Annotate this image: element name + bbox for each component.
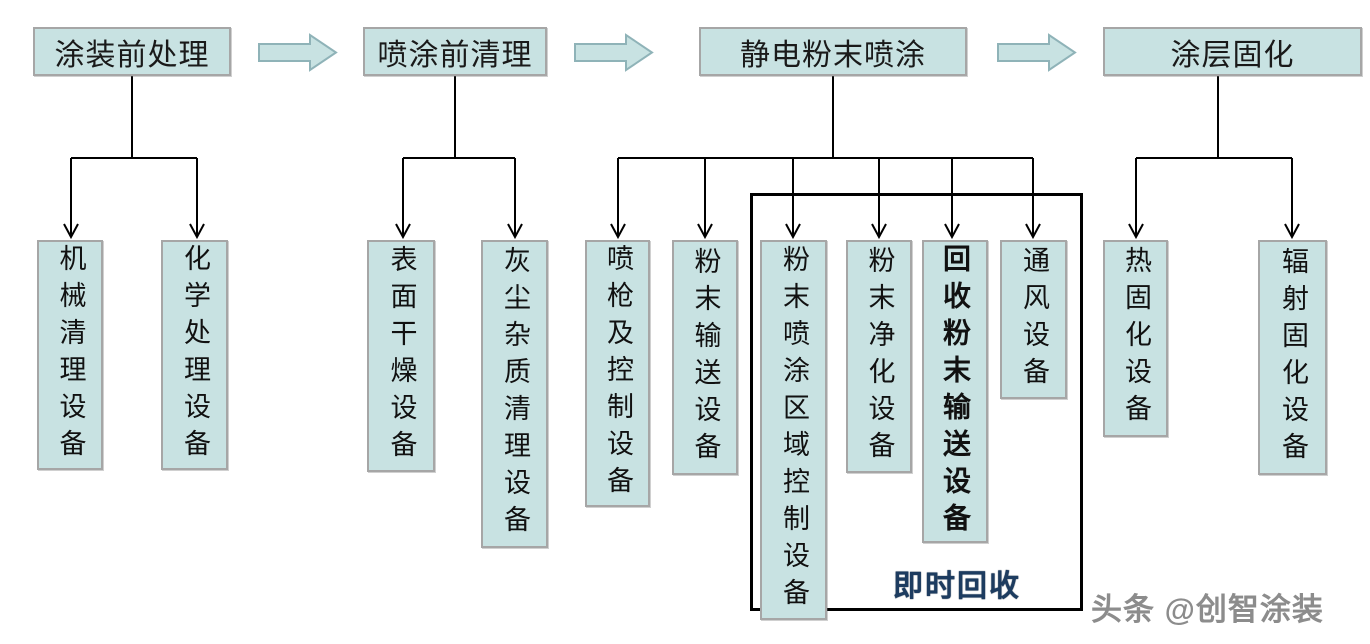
instant-recycle-label: 即时回收 — [893, 570, 1021, 603]
flow-arrow-icon — [574, 33, 654, 72]
equipment-label: 喷枪及控制设备 — [603, 244, 633, 503]
stage-box-precoat-cleaning: 喷涂前清理 — [363, 27, 547, 76]
equipment-box-surface-drying: 表面干燥设备 — [367, 240, 435, 472]
watermark-text: 头条 @创智涂装 — [1091, 592, 1324, 627]
equipment-label: 粉末喷涂区域控制设备 — [779, 245, 809, 615]
equipment-label: 化学处理设备 — [180, 244, 210, 466]
connector-group-curing — [1128, 76, 1300, 240]
equipment-box-mechanical-cleaning: 机械清理设备 — [37, 240, 103, 470]
equipment-label: 辐射固化设备 — [1278, 246, 1308, 469]
stage-box-coating-curing: 涂层固化 — [1103, 27, 1362, 76]
flow-arrow-icon — [997, 33, 1077, 72]
equipment-box-spray-gun-control: 喷枪及控制设备 — [585, 240, 650, 507]
equipment-box-recycled-powder-conveying: 回收粉末输送设备 — [922, 240, 988, 543]
stage-box-pretreatment: 涂装前处理 — [33, 27, 231, 76]
equipment-label: 回收粉末输送设备 — [940, 243, 971, 540]
equipment-box-spray-area-control: 粉末喷涂区域控制设备 — [760, 240, 827, 620]
equipment-box-dust-impurity-cleaning: 灰尘杂质清理设备 — [481, 240, 548, 548]
stage-label: 涂层固化 — [1170, 38, 1295, 72]
flow-arrow-icon — [258, 33, 338, 72]
equipment-label: 机械清理设备 — [55, 244, 86, 466]
equipment-box-radiation-curing: 辐射固化设备 — [1258, 240, 1327, 475]
equipment-box-chemical-treatment: 化学处理设备 — [161, 240, 228, 470]
equipment-box-powder-purification: 粉末净化设备 — [846, 240, 912, 473]
equipment-label: 通风设备 — [1019, 245, 1049, 394]
stage-label: 静电粉末喷涂 — [740, 38, 926, 72]
equipment-box-ventilation: 通风设备 — [1000, 240, 1067, 399]
connector-group-pretreatment — [63, 76, 205, 240]
stage-box-electrostatic-powder-spraying: 静电粉末喷涂 — [699, 27, 967, 76]
stage-label: 喷涂前清理 — [377, 38, 533, 72]
equipment-label: 热固化设备 — [1121, 246, 1151, 431]
stage-label: 涂装前处理 — [54, 38, 210, 72]
instant-recycle-frame — [750, 193, 1083, 611]
equipment-label: 粉末净化设备 — [864, 245, 895, 468]
equipment-box-thermal-curing: 热固化设备 — [1103, 240, 1168, 437]
equipment-box-powder-conveying: 粉末输送设备 — [672, 240, 738, 475]
equipment-label: 灰尘杂质清理设备 — [500, 246, 530, 542]
connector-group-electrostatic-spraying — [610, 76, 1041, 240]
equipment-label: 粉末输送设备 — [690, 246, 721, 469]
equipment-label: 表面干燥设备 — [386, 245, 417, 467]
connector-group-precoat-cleaning — [395, 76, 523, 240]
